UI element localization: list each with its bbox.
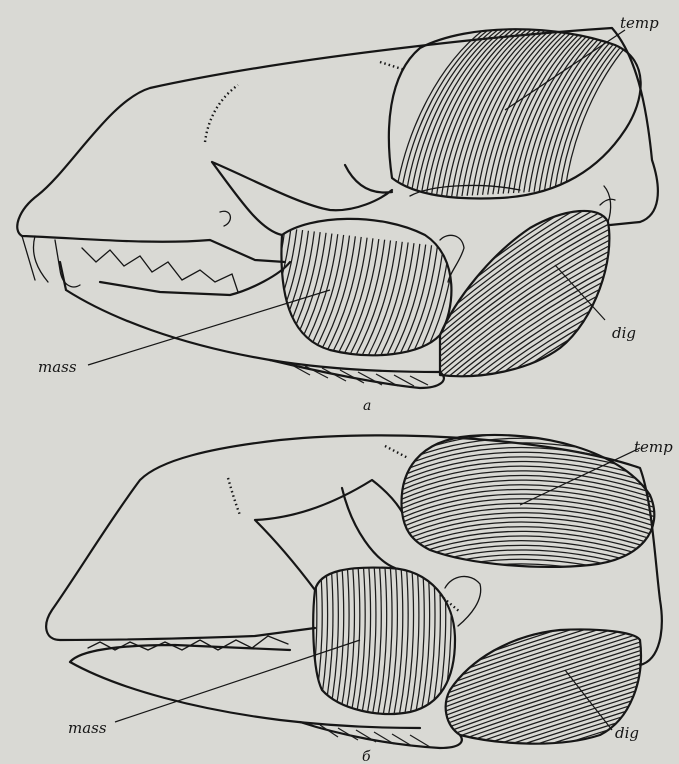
muscle-fiber — [400, 443, 660, 467]
skull-b-jaw — [70, 645, 420, 728]
muscle-fiber — [430, 295, 620, 425]
skull-a-brow-dots — [205, 85, 238, 142]
muscle-fiber — [400, 462, 660, 486]
skull-b-brow-dots — [228, 478, 240, 515]
skull-b-ear-process — [445, 576, 481, 626]
skull-a-zygomatic — [212, 162, 392, 235]
muscle-fiber — [334, 565, 344, 720]
muscle-fiber — [550, 16, 645, 191]
muscle-fiber — [430, 268, 620, 398]
muscle-fiber — [430, 262, 620, 392]
leader-mass-a — [88, 290, 330, 365]
label-mass-b: mass — [68, 719, 107, 737]
muscle-fiber — [400, 457, 660, 481]
muscle-fiber — [430, 317, 620, 447]
label-dig-b: dig — [615, 724, 639, 742]
digastric-fibers-a — [430, 180, 620, 480]
muscle-fiber — [420, 565, 430, 720]
sublabel-b: б — [362, 749, 371, 764]
muscle-fiber — [371, 565, 381, 720]
muscle-fiber — [565, 15, 660, 190]
muscle-fiber — [430, 350, 620, 480]
skull-a-outline — [17, 28, 658, 262]
muscle-fiber — [430, 257, 620, 387]
temporalis-fibers-a — [395, 15, 660, 200]
skull-b-top-dots — [385, 446, 408, 458]
muscle-fiber — [398, 565, 408, 720]
muscle-fiber — [430, 273, 620, 403]
muscle-fiber — [430, 251, 620, 381]
ventral-muscle-b — [300, 722, 462, 748]
muscle-fiber — [361, 565, 371, 720]
label-dig-a: dig — [612, 324, 636, 342]
label-temp-a: temp — [620, 14, 659, 32]
muscle-fiber — [382, 565, 392, 720]
muscle-fiber — [409, 565, 419, 720]
muscle-fiber — [539, 17, 634, 192]
skull-a: temp mass dig a — [17, 14, 660, 480]
skull-b: temp mass dig б — [46, 434, 673, 764]
masseter-muscle-b — [313, 568, 455, 714]
skull-a-top-dots — [380, 62, 405, 70]
label-temp-b: temp — [634, 438, 673, 456]
muscle-fiber — [257, 229, 297, 354]
muscle-fiber — [355, 565, 365, 720]
muscle-fiber — [430, 306, 620, 436]
temporalis-muscle-a — [389, 29, 641, 198]
muscle-fiber — [386, 245, 426, 370]
muscle-fiber — [430, 339, 620, 469]
sublabel-a: a — [363, 398, 371, 414]
muscle-fiber — [430, 246, 620, 376]
muscle-fiber — [430, 323, 620, 453]
muscle-fiber — [268, 231, 308, 356]
muscle-fiber — [377, 565, 387, 720]
muscle-fiber — [430, 284, 620, 414]
muscle-fiber — [404, 565, 414, 720]
muscle-fiber — [263, 230, 303, 355]
muscle-fiber — [400, 559, 660, 583]
muscle-fiber — [366, 565, 376, 720]
masseter-fibers-a — [245, 228, 455, 373]
skull-a-orbit — [220, 211, 230, 226]
label-mass-a: mass — [38, 358, 77, 376]
ventral-fibers-a — [290, 364, 428, 386]
muscle-fiber — [400, 452, 660, 476]
muscle-fiber — [403, 247, 443, 372]
muscle-fiber — [534, 17, 629, 192]
muscle-fiber — [339, 565, 349, 720]
muscle-fiber — [318, 565, 328, 720]
muscle-fiber — [400, 569, 660, 593]
muscle-fiber — [393, 565, 403, 720]
skull-a-ear-process — [440, 235, 464, 282]
muscle-fiber — [245, 228, 285, 353]
muscle-fiber — [414, 565, 424, 720]
skull-a-upper-teeth — [22, 236, 238, 292]
muscle-fiber — [430, 279, 620, 409]
muscle-fiber — [388, 565, 398, 720]
muscle-fiber — [425, 565, 435, 720]
